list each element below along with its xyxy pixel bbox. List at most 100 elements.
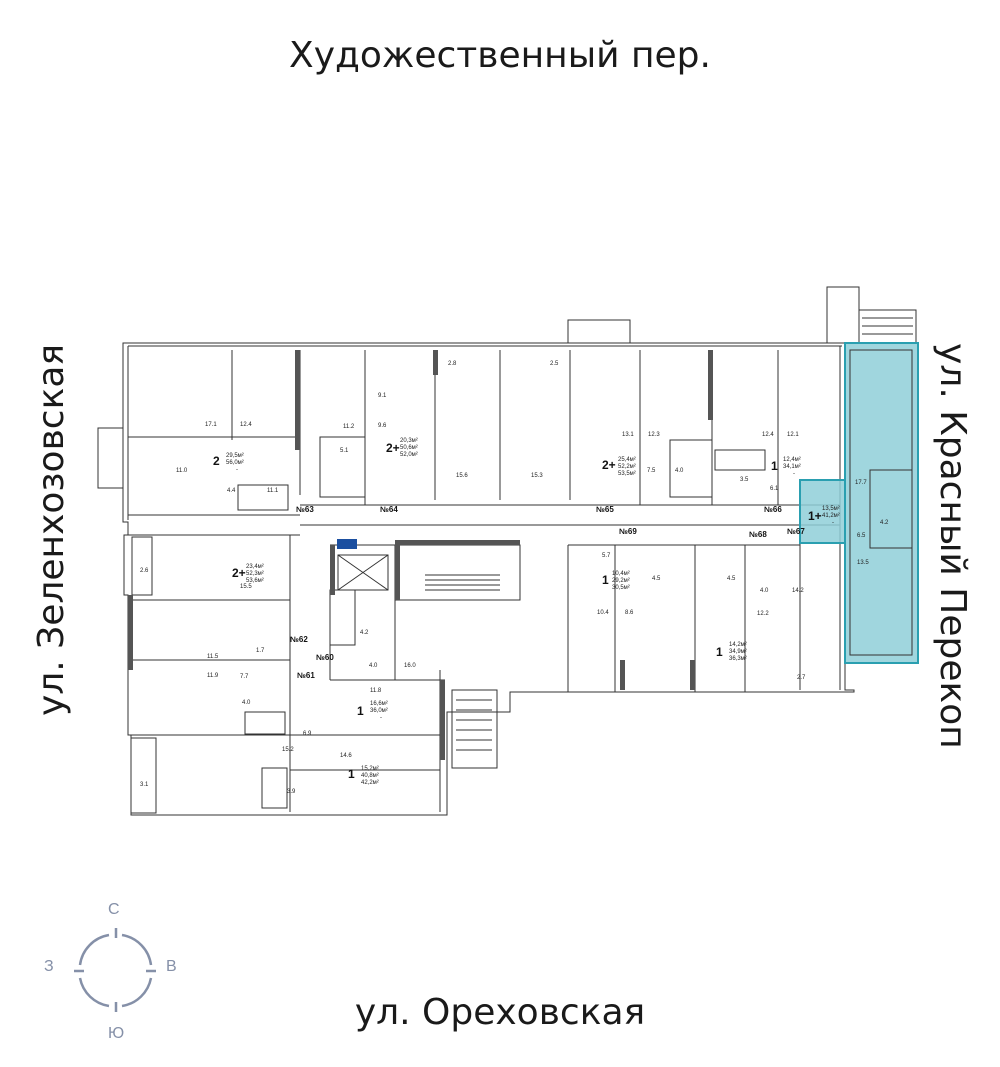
- section-number: №60: [316, 653, 334, 662]
- room-area: 11.8: [370, 688, 382, 694]
- compass-south: Ю: [108, 1025, 124, 1042]
- section-number: №68: [749, 530, 767, 539]
- apt-area: 50,6м²: [400, 445, 418, 451]
- room-area: 4.0: [369, 663, 378, 669]
- apt-area: 34,1м²: [783, 464, 801, 470]
- room-area: 13.5: [857, 560, 869, 566]
- room-area: 12.1: [787, 432, 799, 438]
- room-area: 4.0: [675, 468, 684, 474]
- room-area: 2.7: [797, 675, 806, 681]
- room-area: 15.5: [240, 584, 252, 590]
- room-area: 17.1: [205, 422, 217, 428]
- apt-rooms: 2: [213, 454, 220, 468]
- room-area: 12.4: [762, 432, 774, 438]
- apt-area: 52,0м²: [400, 452, 418, 458]
- apt-rooms: 1+: [808, 509, 822, 523]
- room-area: 11.2: [343, 424, 355, 430]
- room-area: 3.5: [740, 477, 749, 483]
- room-area: 4.4: [227, 488, 236, 494]
- apt-area: 53,5м²: [618, 471, 636, 477]
- apt-area: -: [832, 520, 834, 526]
- highlighted-apartment[interactable]: [799, 342, 919, 664]
- room-area: 15.2: [282, 747, 294, 753]
- room-area: 15.3: [531, 473, 543, 479]
- structural-walls: [128, 350, 713, 760]
- apt-area: 42,2м²: [361, 780, 379, 786]
- section-number: №67: [787, 527, 805, 536]
- apt-area: -: [380, 715, 382, 721]
- apt-area: 36,3м²: [729, 656, 747, 662]
- apt-rooms: 2+: [386, 441, 400, 455]
- room-area: 12.2: [757, 611, 769, 617]
- apt-area: 14,2м²: [729, 642, 747, 648]
- room-area: 3.1: [140, 782, 149, 788]
- room-area-labels: 17.1 12.4 11.0 4.4 11.1 9.1 9.6 11.2 5.1…: [140, 361, 889, 795]
- apt-rooms: 1: [348, 767, 355, 781]
- building-outline: [97, 286, 917, 816]
- room-area: 4.5: [652, 576, 661, 582]
- apt-area: 36,0м²: [370, 708, 388, 714]
- room-area: 4.0: [242, 700, 251, 706]
- apt-area: 30,5м²: [612, 585, 630, 591]
- section-number: №61: [297, 671, 315, 680]
- apt-area: 41,2м²: [822, 513, 840, 519]
- room-area: 8.6: [625, 610, 634, 616]
- compass-east: В: [166, 958, 177, 975]
- room-area: 14.2: [792, 588, 804, 594]
- interior-walls: [128, 350, 845, 812]
- section-number: №66: [764, 505, 782, 514]
- compass-north: С: [108, 901, 120, 918]
- apt-rooms: 2+: [232, 566, 246, 580]
- room-area: 17.7: [855, 480, 867, 486]
- apt-area: 29,5м²: [226, 453, 244, 459]
- section-number: №62: [290, 635, 308, 644]
- apt-area: 16,6м²: [370, 701, 388, 707]
- room-area: 10.4: [597, 610, 609, 616]
- apt-area: 52,3м²: [246, 571, 264, 577]
- apt-area: 10,4м²: [612, 571, 630, 577]
- room-area: 11.5: [207, 654, 219, 660]
- compass-west: З: [44, 958, 54, 975]
- room-area: 15.6: [456, 473, 468, 479]
- room-area: 5.7: [602, 553, 611, 559]
- room-area: 2.5: [550, 361, 559, 367]
- room-area: 4.2: [880, 520, 889, 526]
- room-area: 11.9: [207, 673, 219, 679]
- apt-area: -: [793, 471, 795, 477]
- apt-area: 25,4м²: [618, 457, 636, 463]
- apt-area: 15,2м²: [361, 766, 379, 772]
- apt-area: 13,5м²: [822, 506, 840, 512]
- room-area: 11.0: [176, 468, 188, 474]
- compass-icon: [74, 928, 156, 1012]
- room-area: 6.9: [303, 731, 312, 737]
- apt-area: 34,9м²: [729, 649, 747, 655]
- stair-marker: [337, 539, 357, 549]
- room-area: 16.0: [404, 663, 416, 669]
- apt-area: 29,2м²: [612, 578, 630, 584]
- section-number: №63: [296, 505, 314, 514]
- room-area: 11.1: [267, 488, 279, 494]
- apt-rooms: 2+: [602, 458, 616, 472]
- apt-area: 20,3м²: [400, 438, 418, 444]
- room-area: 1.7: [256, 648, 265, 654]
- room-area: 12.3: [648, 432, 660, 438]
- section-number: №65: [596, 505, 614, 514]
- room-area: 6.1: [770, 486, 779, 492]
- room-area: 5.1: [340, 448, 349, 454]
- apartment-labels: 2 29,5м² 56,0м² - 2+ 20,3м² 50,6м² 52,0м…: [213, 438, 840, 786]
- apt-area: 12,4м²: [783, 457, 801, 463]
- room-area: 13.1: [622, 432, 634, 438]
- room-area: 4.5: [727, 576, 736, 582]
- apt-rooms: 1: [771, 459, 778, 473]
- apt-area: 52,2м²: [618, 464, 636, 470]
- apt-area: 23,4м²: [246, 564, 264, 570]
- room-area: 12.4: [240, 422, 252, 428]
- room-area: 14.6: [340, 753, 352, 759]
- apt-area: 40,8м²: [361, 773, 379, 779]
- room-area: 2.8: [448, 361, 457, 367]
- room-area: 4.0: [760, 588, 769, 594]
- street-label-north: Художественный пер.: [289, 35, 711, 76]
- room-area: 3.9: [287, 789, 296, 795]
- room-area: 6.5: [857, 533, 866, 539]
- apt-area: 56,0м²: [226, 460, 244, 466]
